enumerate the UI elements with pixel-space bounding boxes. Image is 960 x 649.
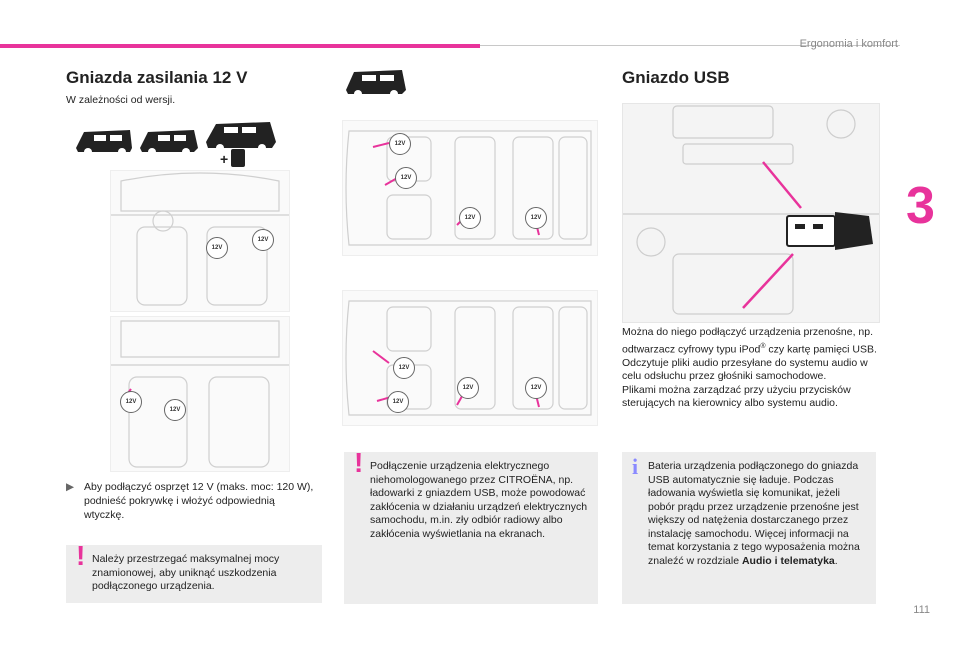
socket-12v-badge: 12V [525,207,547,229]
van-seating-diagram-bottom: 12V 12V 12V 12V [342,290,598,426]
van-seating-diagram-top: 12V 12V 12V 12V [342,120,598,256]
usb-plug-icon [786,212,873,250]
van-version-icon [346,70,406,98]
bullet-arrow-icon: ▶ [66,481,75,493]
warning-exclamation-icon: ! [354,447,364,478]
socket-12v-badge: 12V [387,391,409,413]
vehicle-versions-icon: + [76,122,276,167]
usb-description: Można do niego podłączyć urządzenia prze… [622,326,884,411]
warning-non-approved-device-text: Podłączenie urządzenia elektrycznego nie… [370,460,588,540]
info-icon: i [632,454,639,479]
socket-12v-badge: 12V [459,207,481,229]
dashboard-usb-photo [622,103,880,323]
warning-max-power-text: Należy przestrzegać maksymalnej mocy zna… [92,553,280,592]
socket-12v-badge: 12V [457,377,479,399]
socket-12v-badge: 12V [395,167,417,189]
usb-description-para3: Plikami można zarządzać przy użyciu przy… [622,383,851,410]
warning-max-power: ! Należy przestrzegać maksymalnej mocy z… [66,540,322,603]
socket-12v-badge: 12V [164,399,186,421]
interior-diagram-rear: 12V 12V [110,316,290,472]
socket-12v-badge: 12V [206,237,228,259]
warning-exclamation-icon: ! [76,540,86,571]
connect-instruction: ▶ Aby podłączyć osprzęt 12 V (maks. moc:… [66,480,316,522]
socket-12v-badge: 12V [393,357,415,379]
audio-telematics-link[interactable]: Audio i telematyka [741,554,835,567]
socket-12v-badge: 12V [252,229,274,251]
connect-instruction-text: Aby podłączyć osprzęt 12 V (maks. moc: 1… [84,481,314,521]
svg-text:+: + [220,151,228,167]
page-title-power-sockets: Gniazda zasilania 12 V [66,68,248,87]
socket-12v-badge: 12V [389,133,411,155]
header-rule [480,45,900,46]
socket-12v-badge: 12V [525,377,547,399]
page-title-usb-socket: Gniazdo USB [622,68,730,87]
usb-description-para1: Można do niego podłączyć urządzenia prze… [622,326,877,355]
interior-diagram-front: 12V 12V [110,170,290,312]
info-battery-charging: i Bateria urządzenia podłączonego do gni… [622,452,876,604]
page-number: 111 [913,604,930,616]
socket-12v-badge: 12V [120,391,142,413]
usb-description-para2: Odczytuje pliki audio przesyłane do syst… [622,356,868,383]
version-note: W zależności od wersji. [66,94,176,106]
warning-non-approved-device: ! Podłączenie urządzenia elektrycznego n… [344,447,598,604]
info-battery-charging-text: Bateria urządzenia podłączonego do gniaz… [648,460,860,567]
chapter-number: 3 [906,177,935,235]
header-accent-bar [0,44,480,48]
section-title: Ergonomia i komfort [799,38,898,50]
